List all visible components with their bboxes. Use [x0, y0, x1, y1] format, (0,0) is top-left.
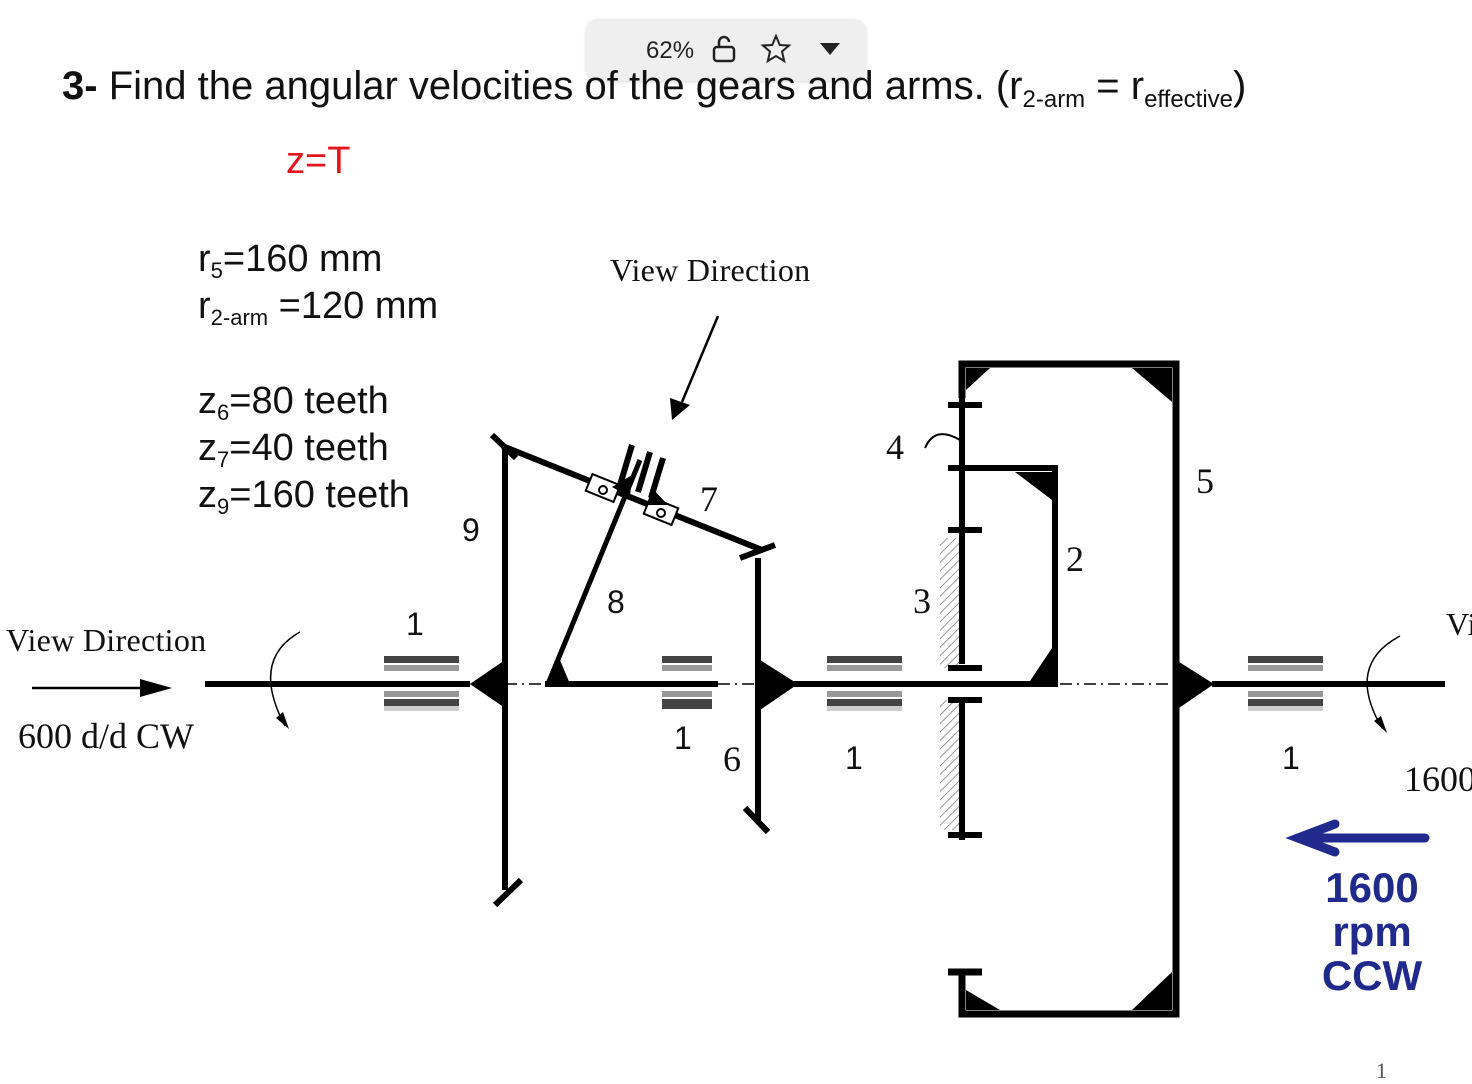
view-direction-arrow-left [32, 679, 172, 697]
note-z-equals-t: z=T [286, 140, 351, 182]
given-r5: r5=160 mm [198, 238, 383, 283]
hub-5 [1176, 660, 1214, 710]
given-r2-arm: r2-arm =120 mm [198, 285, 439, 330]
arm-2 [955, 465, 1058, 684]
label-part-9: 9 [462, 512, 480, 548]
gear-6 [742, 558, 771, 835]
label-part-6: 6 [723, 739, 741, 779]
given-z9: z9=160 teeth [198, 474, 410, 519]
output-speed: 1600 [1404, 759, 1472, 799]
rotation-arrow-output [1366, 635, 1401, 729]
question-title: 3- Find the angular velocities of the ge… [62, 64, 1247, 113]
arm-8-foot [548, 660, 570, 684]
label-part-3: 3 [913, 581, 931, 621]
given-z6: z6=80 teeth [198, 380, 389, 425]
label-part-1c: 1 [845, 740, 863, 776]
input-speed: 600 d/d CW [18, 716, 194, 756]
bearing-1b [662, 656, 712, 709]
label-part-4: 4 [886, 427, 904, 467]
given-z7: z7=40 teeth [198, 427, 389, 472]
label-part-8: 8 [607, 584, 625, 620]
zoom-level[interactable]: 62% [646, 37, 695, 64]
view-direction-label-left: View Direction [6, 622, 207, 658]
gear-4-leader [924, 433, 961, 449]
hub-9 [470, 660, 505, 708]
pdf-viewer-toolbar: 62% [586, 19, 866, 81]
gear-5 [948, 360, 1180, 1018]
handwritten-arrow [1285, 819, 1430, 857]
view-direction-arrow-top [670, 315, 720, 420]
label-part-1d: 1 [1282, 740, 1300, 776]
view-direction-label-top: View Direction [610, 252, 811, 288]
label-part-1a: 1 [406, 606, 424, 642]
page-number: 1 [1376, 1058, 1387, 1083]
label-part-1b: 1 [674, 720, 692, 756]
view-direction-label-right: Vi [1446, 606, 1472, 642]
label-part-2: 2 [1066, 539, 1084, 579]
star-icon[interactable] [760, 33, 792, 65]
unlock-icon[interactable] [708, 33, 740, 65]
dropdown-arrow-icon[interactable] [814, 33, 846, 65]
label-part-5: 5 [1196, 461, 1214, 501]
gear-7 [503, 444, 777, 561]
rotation-arrow-input [269, 631, 301, 727]
hub-6 [760, 660, 798, 710]
bearing-1a [384, 656, 459, 711]
bearing-1c [827, 656, 902, 711]
bearing-1d [1248, 656, 1323, 711]
gear-3-fixed [940, 538, 962, 830]
handwritten-note: 1600 rpm CCW [1321, 864, 1423, 1000]
label-part-7: 7 [700, 479, 718, 519]
